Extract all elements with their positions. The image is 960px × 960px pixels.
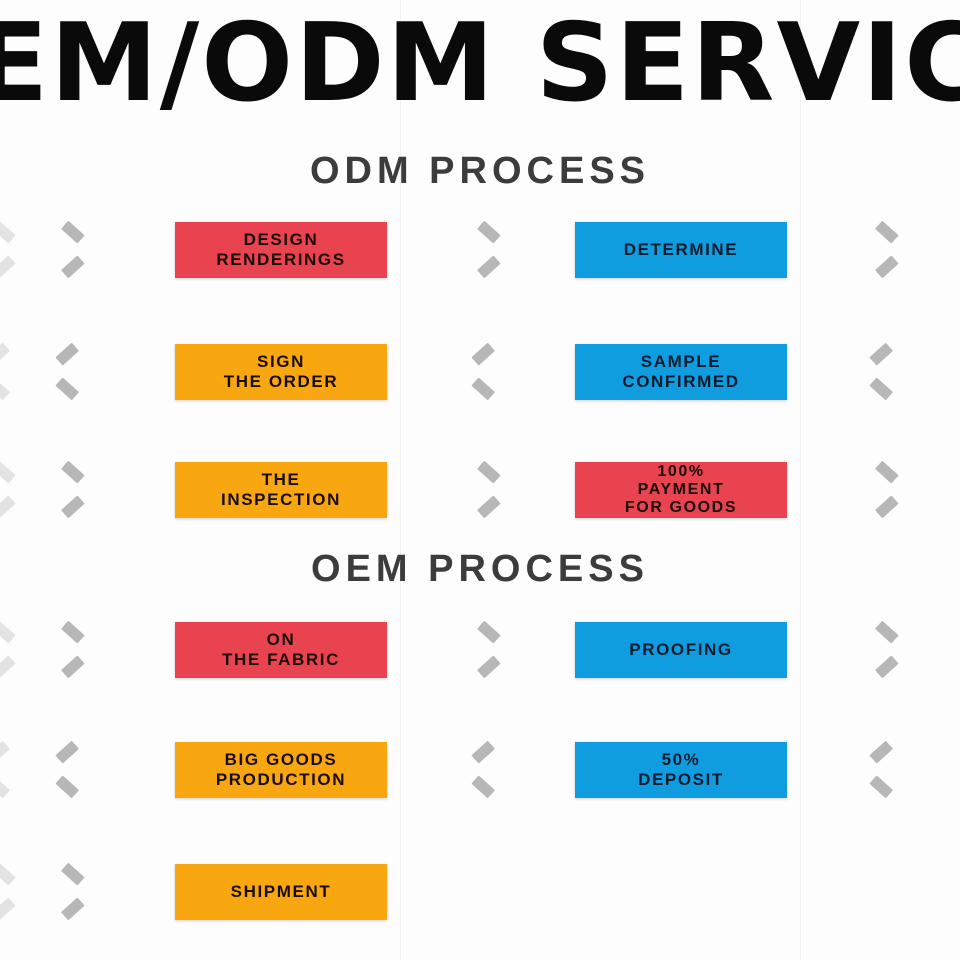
chevron-slot-2 (848, 730, 920, 810)
chevron-slot-1 (450, 610, 522, 690)
chevron-right-icon (0, 228, 18, 272)
chevron-slot-2 (848, 210, 920, 290)
process-step-box[interactable]: 50%DEPOSIT (575, 742, 787, 798)
process-step-label: PAYMENT (637, 480, 725, 498)
chevron-slot-0 (34, 852, 106, 932)
chevron-slot-2 (848, 610, 920, 690)
chevron-slot-1 (450, 332, 522, 412)
process-step-label: INSPECTION (221, 490, 341, 509)
chevron-right-icon (469, 628, 503, 672)
process-step-label: THE ORDER (223, 372, 339, 391)
chevron-right-icon (867, 628, 901, 672)
chevron-slot-2 (848, 450, 920, 530)
chevron-slot-edge (0, 610, 26, 690)
process-box-slot-1: DETERMINE (566, 210, 796, 290)
chevron-right-icon (469, 468, 503, 512)
chevron-right-icon (53, 628, 87, 672)
chevron-left-icon (53, 748, 87, 792)
chevron-right-icon (0, 628, 18, 672)
section-heading-oem: OEM PROCESS (311, 548, 649, 590)
chevron-slot-1 (450, 450, 522, 530)
chevron-slot-0 (34, 610, 106, 690)
chevron-right-icon (867, 228, 901, 272)
process-step-label: SIGN (257, 351, 305, 371)
chevron-slot-0 (34, 210, 106, 290)
section-heading-odm: ODM PROCESS (309, 150, 651, 192)
banner: EM/ODM SERVIC (0, 0, 960, 140)
process-step-label: 50% (661, 749, 701, 769)
chevron-right-icon (0, 870, 18, 914)
chevron-slot-edge (0, 450, 26, 530)
chevron-right-icon (0, 468, 18, 512)
process-step-label: PRODUCTION (215, 770, 347, 789)
process-step-label: FOR GOODS (624, 499, 738, 517)
page-title: EM/ODM SERVIC (0, 1, 960, 126)
chevron-slot-0 (34, 332, 106, 412)
chevron-slot-edge (0, 210, 26, 290)
process-step-label: THE FABRIC (222, 650, 340, 669)
process-step-label: SHIPMENT (230, 881, 332, 901)
chevron-left-icon (867, 350, 901, 394)
chevron-right-icon (867, 468, 901, 512)
chevron-slot-1 (450, 730, 522, 810)
chevron-right-icon (53, 468, 87, 512)
chevron-slot-0 (34, 730, 106, 810)
chevron-left-icon (469, 748, 503, 792)
process-step-box[interactable]: DETERMINE (575, 222, 787, 278)
process-step-label: RENDERINGS (216, 250, 346, 269)
chevron-left-icon (867, 748, 901, 792)
process-step-box[interactable]: SHIPMENT (175, 864, 387, 920)
process-box-slot-0: SHIPMENT (166, 852, 396, 932)
process-step-label: CONFIRMED (622, 372, 740, 391)
process-step-box[interactable]: PROOFING (575, 622, 787, 678)
process-step-label: 100% (657, 462, 705, 480)
process-box-slot-1: 50%DEPOSIT (566, 730, 796, 810)
chevron-right-icon (53, 870, 87, 914)
process-step-label: PROOFING (629, 639, 733, 659)
chevron-right-icon (53, 228, 87, 272)
process-row: SHIPMENT (0, 852, 960, 932)
process-box-slot-1: PROOFING (566, 610, 796, 690)
chevron-right-icon (469, 228, 503, 272)
chevron-slot-edge (0, 332, 26, 412)
process-step-label: THE (261, 469, 301, 489)
process-step-label: DEPOSIT (638, 770, 724, 789)
chevron-left-icon (469, 350, 503, 394)
chevron-slot-0 (34, 450, 106, 530)
chevron-slot-1 (450, 210, 522, 290)
process-step-label: DETERMINE (623, 239, 739, 259)
chevron-left-icon (0, 748, 18, 792)
process-step-label: ON (266, 629, 296, 649)
process-step-label: BIG GOODS (224, 749, 338, 769)
chevron-left-icon (53, 350, 87, 394)
process-step-label: DESIGN (243, 229, 319, 249)
chevron-slot-edge (0, 852, 26, 932)
chevron-slot-2 (848, 332, 920, 412)
chevron-left-icon (0, 350, 18, 394)
process-step-label: SAMPLE (640, 351, 722, 371)
chevron-slot-edge (0, 730, 26, 810)
